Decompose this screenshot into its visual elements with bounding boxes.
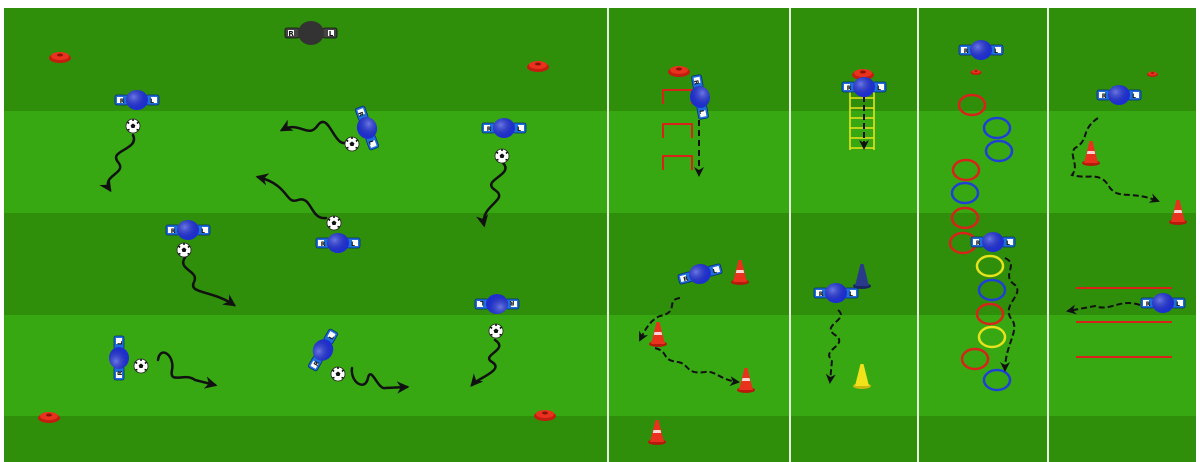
soccer-ball-icon xyxy=(489,324,503,338)
svg-text:L: L xyxy=(1176,301,1180,308)
svg-text:L: L xyxy=(150,98,154,105)
soccer-ball-icon xyxy=(495,149,509,163)
svg-text:R: R xyxy=(288,30,294,38)
svg-text:R: R xyxy=(171,228,176,235)
svg-text:R: R xyxy=(321,241,326,248)
svg-text:L: L xyxy=(994,48,998,55)
svg-text:L: L xyxy=(849,291,853,298)
svg-text:R: R xyxy=(117,370,124,375)
svg-text:R: R xyxy=(964,48,969,55)
svg-text:L: L xyxy=(329,30,334,38)
svg-text:L: L xyxy=(201,228,205,235)
svg-text:L: L xyxy=(480,299,484,306)
soccer-ball-icon xyxy=(126,119,140,133)
svg-text:L: L xyxy=(351,241,355,248)
svg-text:R: R xyxy=(120,98,125,105)
svg-text:L: L xyxy=(1006,240,1010,247)
svg-text:R: R xyxy=(487,126,492,133)
svg-text:R: R xyxy=(819,291,824,298)
svg-text:L: L xyxy=(517,126,521,133)
soccer-ball-icon xyxy=(134,359,148,373)
soccer-ball-icon xyxy=(177,243,191,257)
svg-text:L: L xyxy=(877,85,881,92)
soccer-ball-icon xyxy=(327,216,341,230)
svg-text:R: R xyxy=(976,240,981,247)
svg-text:R: R xyxy=(1102,93,1107,100)
svg-text:L: L xyxy=(1132,93,1136,100)
soccer-ball-icon xyxy=(331,367,345,381)
svg-text:L: L xyxy=(117,341,124,345)
soccer-ball-icon xyxy=(345,137,359,151)
svg-text:R: R xyxy=(1146,301,1151,308)
svg-text:R: R xyxy=(509,299,514,306)
svg-text:R: R xyxy=(847,85,852,92)
